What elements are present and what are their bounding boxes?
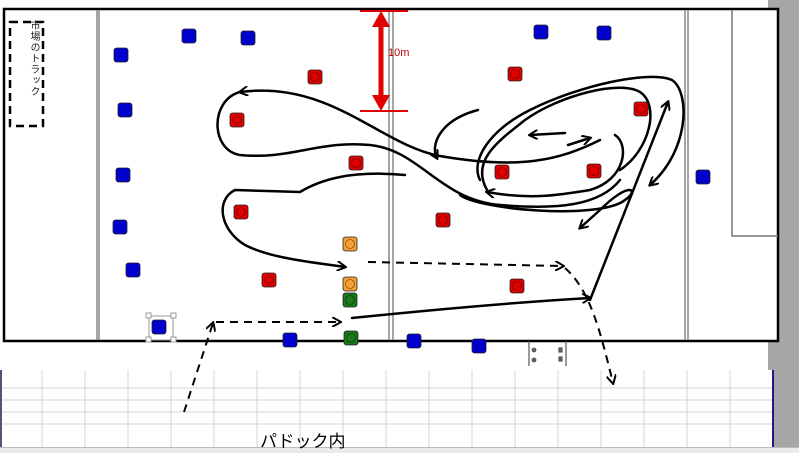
cone-icon	[351, 158, 361, 168]
blue-marker[interactable]	[117, 102, 133, 118]
cone-icon	[497, 167, 507, 177]
distance-label: 10m	[388, 47, 410, 59]
blue-marker[interactable]	[596, 25, 612, 41]
window-gutter-lower	[772, 370, 799, 447]
cone-icon	[589, 166, 599, 176]
green-marker[interactable]	[343, 330, 359, 346]
cone-icon	[346, 333, 356, 343]
orange-marker[interactable]	[342, 276, 358, 292]
red-marker[interactable]	[586, 163, 602, 179]
track-area-box	[8, 20, 45, 128]
red-marker[interactable]	[233, 204, 249, 220]
green-marker[interactable]	[342, 292, 358, 308]
cone-icon	[236, 207, 246, 217]
cone-icon	[438, 215, 448, 225]
red-marker[interactable]	[435, 212, 451, 228]
red-marker[interactable]	[261, 272, 277, 288]
blue-marker[interactable]	[533, 24, 549, 40]
movement-paths	[216, 75, 685, 320]
red-marker[interactable]	[348, 155, 364, 171]
cone-icon	[345, 295, 355, 305]
red-marker[interactable]	[509, 278, 525, 294]
selection-box	[148, 315, 174, 341]
blue-marker[interactable]	[282, 332, 298, 348]
blue-marker[interactable]	[406, 333, 422, 349]
red-marker[interactable]	[633, 101, 649, 117]
blue-marker[interactable]	[115, 167, 131, 183]
red-marker[interactable]	[307, 69, 323, 85]
cone-icon	[232, 115, 242, 125]
cone-icon	[310, 72, 320, 82]
gate-icon	[528, 341, 567, 366]
spreadsheet-grid	[0, 370, 772, 447]
cone-icon	[512, 281, 522, 291]
blue-marker[interactable]	[471, 338, 487, 354]
cone-icon	[345, 279, 355, 289]
track-label: 市場のトラック	[28, 20, 39, 97]
blue-marker[interactable]	[125, 262, 141, 278]
sheet-left-border	[0, 370, 2, 448]
blue-marker[interactable]	[112, 219, 128, 235]
sheet-tab-bar[interactable]	[0, 447, 799, 453]
blue-marker[interactable]	[113, 47, 129, 63]
dashed-paths	[183, 262, 613, 413]
red-marker[interactable]	[507, 66, 523, 82]
red-marker[interactable]	[229, 112, 245, 128]
cone-icon	[636, 104, 646, 114]
blue-marker[interactable]	[695, 169, 711, 185]
sheet-right-border	[772, 370, 774, 448]
red-marker[interactable]	[494, 164, 510, 180]
distance-arrow-icon	[360, 10, 408, 112]
blue-marker[interactable]	[151, 319, 167, 335]
blue-marker[interactable]	[240, 30, 256, 46]
cone-icon	[510, 69, 520, 79]
cone-icon	[345, 239, 355, 249]
orange-marker[interactable]	[342, 236, 358, 252]
cone-icon	[264, 275, 274, 285]
markers-layer	[112, 24, 711, 354]
blue-marker[interactable]	[181, 28, 197, 44]
paddock-label: パドック内	[260, 432, 346, 451]
